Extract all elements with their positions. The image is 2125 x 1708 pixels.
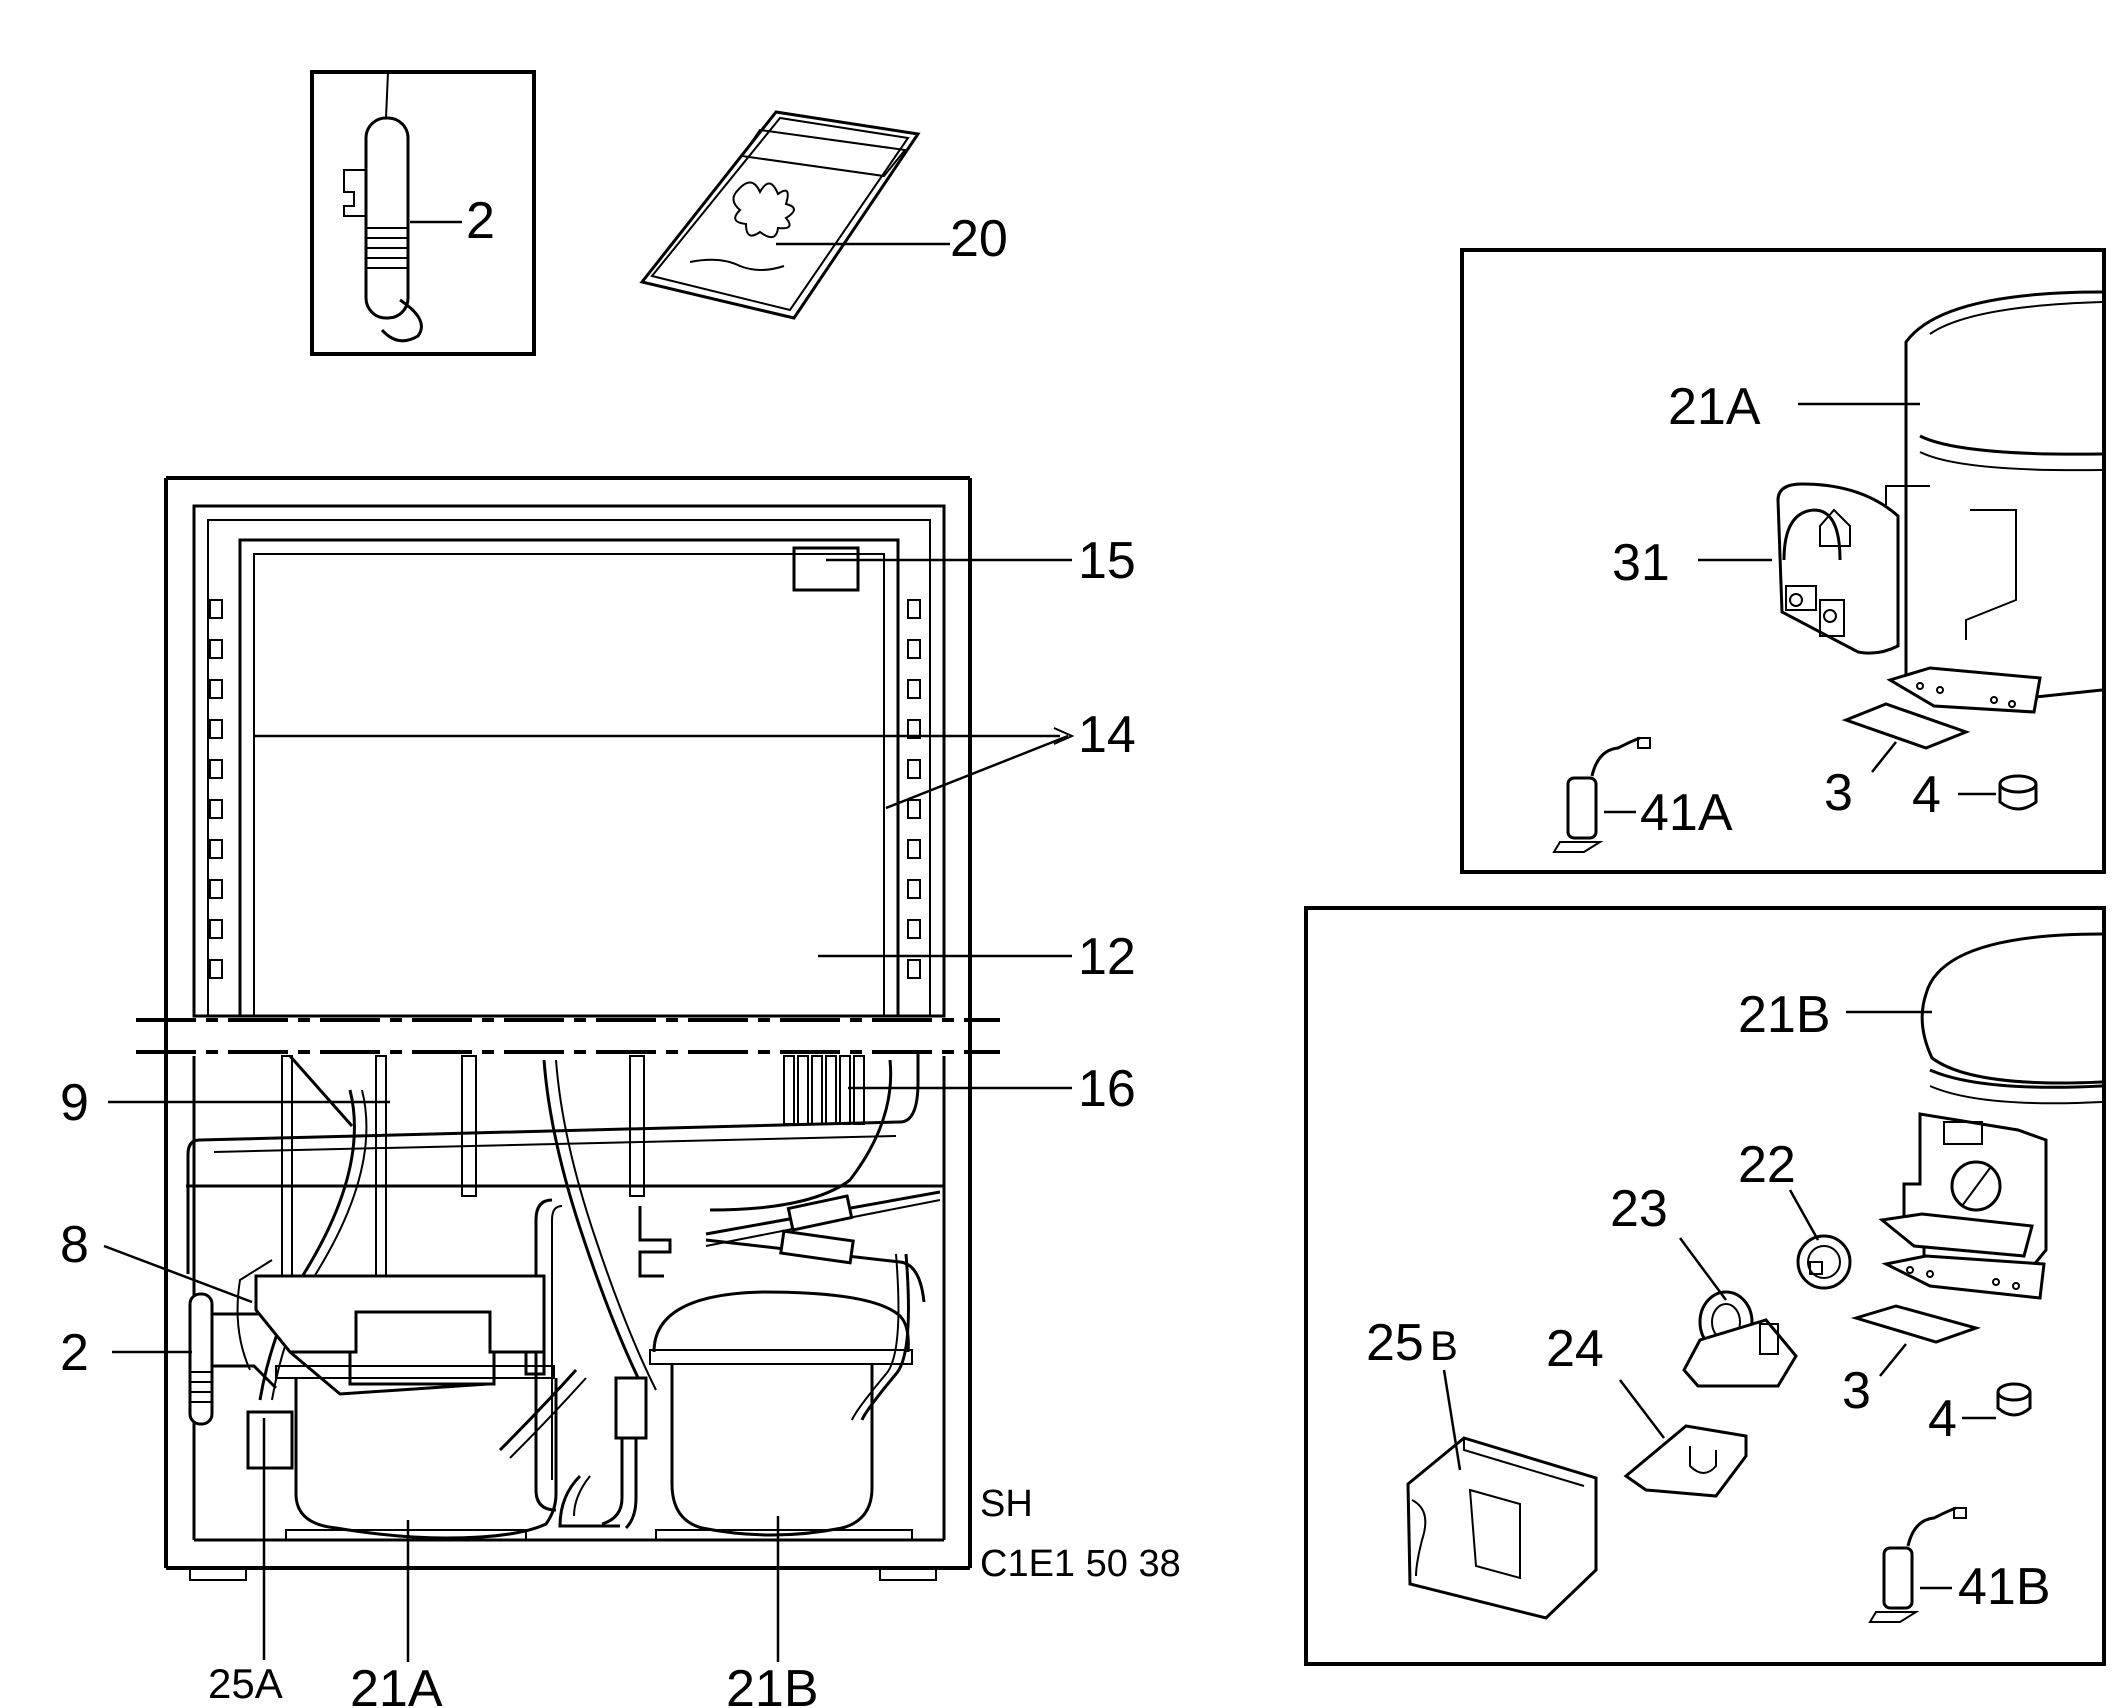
label-25A: 25A	[208, 1660, 283, 1707]
label-15: 15	[1078, 532, 1136, 590]
drawing-code-line2: C1E1 50 38	[980, 1543, 1181, 1585]
label-4-panelB: 4	[1928, 1390, 1957, 1448]
label-22: 22	[1738, 1136, 1796, 1194]
label-2-left: 2	[60, 1324, 89, 1382]
label-21A-panel: 21A	[1668, 378, 1761, 436]
label-31: 31	[1612, 534, 1670, 592]
label-24: 24	[1546, 1320, 1604, 1378]
label-21B-panel: 21B	[1738, 986, 1831, 1044]
label-41A: 41A	[1640, 784, 1733, 842]
label-20-manual: 20	[950, 210, 1008, 268]
panel-compressor-21B	[1304, 906, 2106, 1666]
label-8: 8	[60, 1216, 89, 1274]
label-41B: 41B	[1958, 1558, 2051, 1616]
label-3-panelA: 3	[1824, 764, 1853, 822]
main-leaders	[103, 558, 1075, 1662]
label-16: 16	[1078, 1060, 1136, 1118]
label-4-panelA: 4	[1912, 766, 1941, 824]
panel-compressor-21A	[1460, 248, 2106, 874]
label-25B-letter: B	[1430, 1322, 1458, 1369]
label-3-panelB: 3	[1842, 1362, 1871, 1420]
manual-booklet-icon	[639, 110, 950, 320]
label-14: 14	[1078, 706, 1136, 764]
panel-A-leaders	[1604, 402, 1996, 814]
label-23: 23	[1610, 1180, 1668, 1238]
label-9: 9	[60, 1074, 89, 1132]
panel-B-leaders	[1442, 1010, 1996, 1590]
drawing-code-line1: SH	[980, 1483, 1033, 1525]
label-21A-bottom: 21A	[350, 1660, 443, 1708]
sensor-inset	[310, 70, 536, 356]
label-2-sensor: 2	[466, 192, 495, 250]
label-21B-bottom: 21B	[726, 1660, 819, 1708]
label-25B-number: 25	[1366, 1314, 1424, 1372]
label-12: 12	[1078, 928, 1136, 986]
cabinet-drawing	[136, 476, 1000, 1581]
